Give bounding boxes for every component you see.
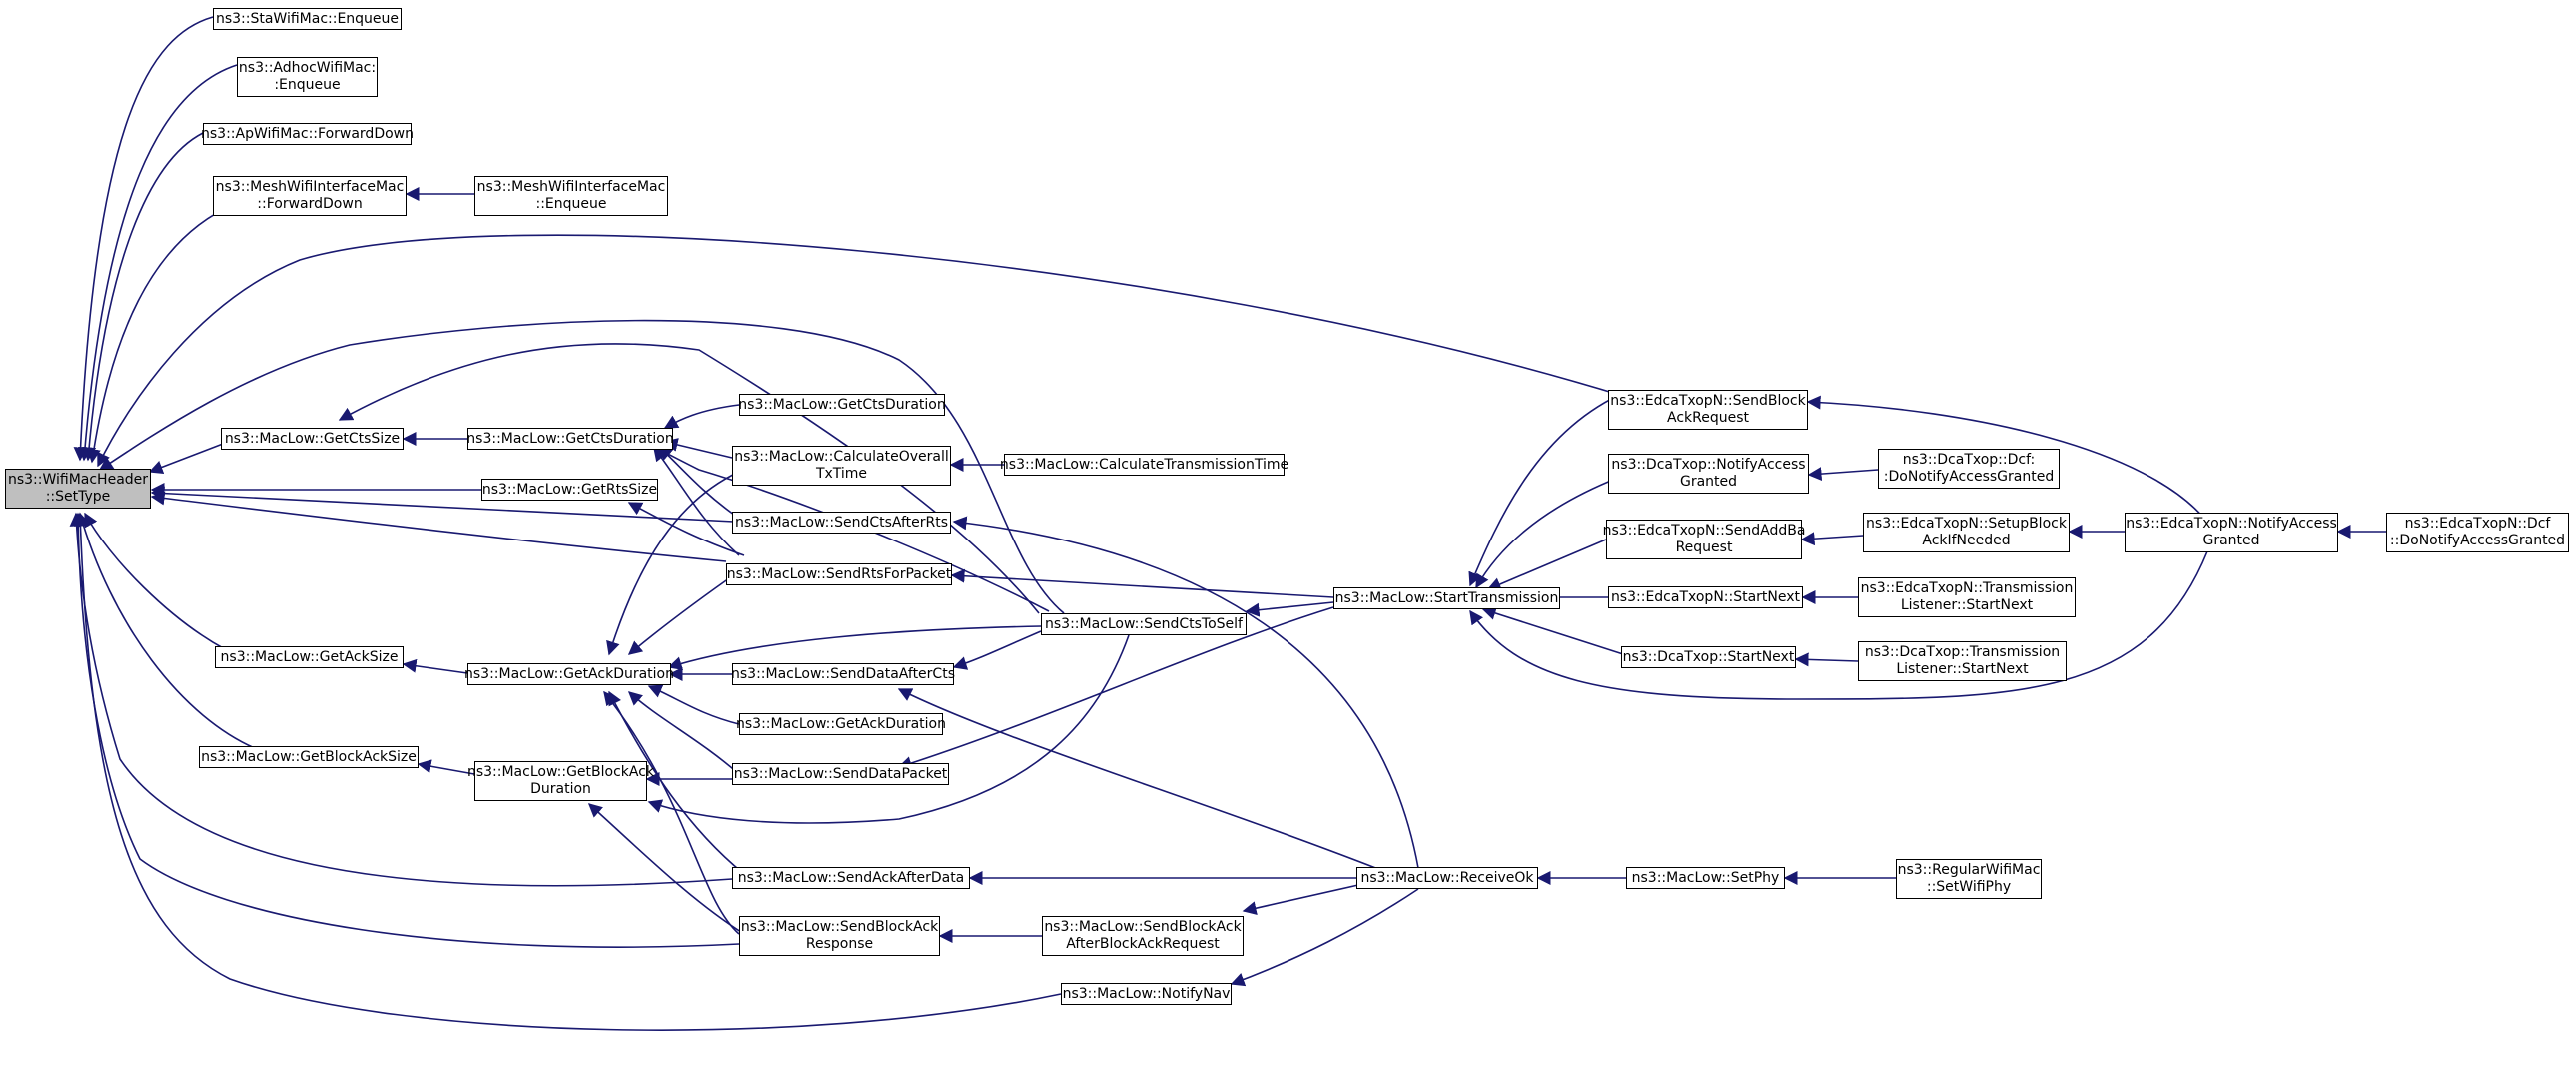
edge-getctsduration2-to-getctsduration <box>663 404 740 429</box>
node-maclow-getacksize[interactable]: ns3::MacLow::GetAckSize <box>215 646 404 668</box>
edge-sendackafterdata-to-root <box>69 512 733 887</box>
node-edcatxopn-sendblockackrequest[interactable]: ns3::EdcaTxopN::SendBlock AckRequest <box>1608 390 1808 430</box>
edge-dca-notifyaccess-to-starttransmission <box>1475 477 1619 589</box>
node-maclow-sendctstoself[interactable]: ns3::MacLow::SendCtsToSelf <box>1041 613 1247 635</box>
edge-sendctsafterrts-to-root <box>150 486 735 523</box>
node-regularwifimac-setwifiphy[interactable]: ns3::RegularWifiMac ::SetWifiPhy <box>1896 859 2042 899</box>
node-dcatxop-notifyaccessgranted[interactable]: ns3::DcaTxop::NotifyAccess Granted <box>1608 454 1809 494</box>
edge-ap-forwarddown-to-root <box>82 132 204 462</box>
node-dcatxop-startnext[interactable]: ns3::DcaTxop::StartNext <box>1621 646 1796 668</box>
node-maclow-notifynav[interactable]: ns3::MacLow::NotifyNav <box>1061 983 1232 1005</box>
edge-sendblockackresponse-to-getackduration <box>603 690 740 935</box>
node-meshwifiinterfacemac-forwarddown[interactable]: ns3::MeshWifiInterfaceMac ::ForwardDown <box>213 176 407 216</box>
edge-getacksize-to-root <box>84 512 226 650</box>
edge-edca-sendblock-to-starttransmission <box>1468 391 1627 587</box>
edge-dca-translistener-to-dca-startnext <box>1794 652 1859 667</box>
edge-calc-overall-to-getackduration <box>606 471 740 656</box>
node-maclow-getctsduration-2[interactable]: ns3::MacLow::GetCtsDuration <box>738 394 946 416</box>
node-maclow-senddataaftercts[interactable]: ns3::MacLow::SendDataAfterCts <box>731 663 955 685</box>
node-edcatxopn-dcf-donotifyaccessgranted[interactable]: ns3::EdcaTxopN::Dcf ::DoNotifyAccessGran… <box>2386 513 2569 552</box>
edge-getackduration-to-getacksize <box>402 658 468 674</box>
edge-edca-setupblock-to-edca-sendaddba <box>1800 532 1864 546</box>
edge-edca-sendblock-to-root <box>97 234 1627 468</box>
edge-sendblockackresponse-to-getblockackduration <box>587 803 745 935</box>
node-maclow-getblockackduration[interactable]: ns3::MacLow::GetBlockAck Duration <box>467 761 654 801</box>
edge-getctssize-to-root <box>148 443 224 475</box>
edge-starttransmission-to-sendrtsforpacket <box>950 568 1334 598</box>
node-maclow-calculatetransmissiontime[interactable]: ns3::MacLow::CalculateTransmissionTime <box>1000 454 1288 476</box>
node-maclow-sendrtsforpacket[interactable]: ns3::MacLow::SendRtsForPacket <box>726 563 952 585</box>
node-maclow-starttransmission[interactable]: ns3::MacLow::StartTransmission <box>1333 587 1560 609</box>
node-wifimacheader-settype[interactable]: ns3::WifiMacHeader ::SetType <box>5 469 151 509</box>
edge-sendblockackresponse-to-root <box>71 512 740 948</box>
node-apwifimac-forwarddown[interactable]: ns3::ApWifiMac::ForwardDown <box>201 123 414 145</box>
edge-receiveok-to-senddataafterctx <box>897 688 1379 870</box>
node-stawifimac-enqueue[interactable]: ns3::StaWifiMac::Enqueue <box>213 8 402 30</box>
edge-starttransmission-to-senddatapacket <box>897 606 1334 770</box>
node-edcatxopn-notifyaccessgranted[interactable]: ns3::EdcaTxopN::NotifyAccess Granted <box>2125 513 2338 552</box>
edge-sendctstoself-to-getctssize <box>338 343 1040 614</box>
edge-dca-dcf-donotify-to-dca-notifyaccess <box>1807 467 1879 482</box>
node-dcatxop-transmissionlistener-startnext[interactable]: ns3::DcaTxop::Transmission Listener::Sta… <box>1858 641 2067 681</box>
edge-starttransmission-to-sendctstoself <box>1245 601 1334 617</box>
edge-sendctstoself-to-senddataafterctx <box>952 630 1042 670</box>
node-maclow-sendackafterdata[interactable]: ns3::MacLow::SendAckAfterData <box>732 867 970 889</box>
node-maclow-sendblockackresponse[interactable]: ns3::MacLow::SendBlockAck Response <box>739 916 940 956</box>
edge-edca-sendaddba-to-starttransmission <box>1486 539 1607 591</box>
node-maclow-senddatapacket[interactable]: ns3::MacLow::SendDataPacket <box>732 763 949 785</box>
edge-sta-enqueue-to-root <box>73 16 214 462</box>
node-adhocwifimac-enqueue[interactable]: ns3::AdhocWifiMac: :Enqueue <box>237 57 378 97</box>
node-maclow-getackduration[interactable]: ns3::MacLow::GetAckDuration <box>464 663 674 685</box>
edge-dca-startnext-to-starttransmission <box>1481 606 1624 655</box>
edge-getblockacksize-to-root <box>76 512 263 752</box>
edge-receiveok-to-sendblockackafter <box>1242 884 1359 916</box>
node-edcatxopn-transmissionlistener-startnext[interactable]: ns3::EdcaTxopN::Transmission Listener::S… <box>1858 577 2076 617</box>
node-maclow-getblockacksize[interactable]: ns3::MacLow::GetBlockAckSize <box>199 746 419 768</box>
edge-mesh-forwarddown-to-root <box>86 203 236 464</box>
edge-notifynav-to-root <box>73 512 1062 1031</box>
edge-adhoc-enqueue-to-root <box>78 64 238 462</box>
node-maclow-getctssize[interactable]: ns3::MacLow::GetCtsSize <box>221 428 404 450</box>
edge-calc-overall-to-getctsduration <box>663 438 733 459</box>
edge-receiveok-to-notifynav <box>1230 888 1419 987</box>
edge-sendrtsforpacket-to-getackduration <box>627 570 740 655</box>
edge-receiveok-to-sendctsafterrts <box>952 516 1419 869</box>
node-maclow-getackduration-2[interactable]: ns3::MacLow::GetAckDuration <box>736 713 946 735</box>
edge-edca-notifyaccess-to-edca-sendblock <box>1806 395 2206 521</box>
edge-edca-notifyaccess-to-starttransmission <box>1469 550 2208 700</box>
node-maclow-getrtssize[interactable]: ns3::MacLow::GetRtsSize <box>481 479 658 501</box>
edge-sendctstoself-to-root <box>98 319 1065 614</box>
edge-sendrtsforpacket-to-getrtssize <box>627 502 745 556</box>
node-maclow-setphy[interactable]: ns3::MacLow::SetPhy <box>1626 867 1785 889</box>
node-maclow-receiveok[interactable]: ns3::MacLow::ReceiveOk <box>1356 867 1538 889</box>
edge-sendrtsforpacket-to-getctsduration <box>653 446 740 556</box>
edge-senddatapacket-to-getackduration <box>627 691 740 775</box>
node-edcatxopn-startnext[interactable]: ns3::EdcaTxopN::StartNext <box>1608 586 1803 608</box>
node-maclow-sendctsafterrts[interactable]: ns3::MacLow::SendCtsAfterRts <box>732 512 951 534</box>
edge-getblockackduration-to-getblockacksize <box>417 759 475 775</box>
node-maclow-getctsduration[interactable]: ns3::MacLow::GetCtsDuration <box>466 428 674 450</box>
edge-sendctstoself-to-getblockackduration <box>647 634 1130 824</box>
node-edcatxopn-sendaddbarequest[interactable]: ns3::EdcaTxopN::SendAddBa Request <box>1603 520 1805 559</box>
node-meshwifiinterfacemac-enqueue[interactable]: ns3::MeshWifiInterfaceMac ::Enqueue <box>474 176 668 216</box>
edge-sendctstoself-to-getackduration <box>667 625 1042 670</box>
node-dcatxop-dcf-donotifyaccessgranted[interactable]: ns3::DcaTxop::Dcf: :DoNotifyAccessGrante… <box>1878 449 2060 489</box>
edge-sendrtsforpacket-to-root <box>150 491 727 562</box>
node-maclow-calculateoveralltxtime[interactable]: ns3::MacLow::CalculateOverall TxTime <box>732 446 951 486</box>
edge-getackduration2-to-getackduration <box>647 684 740 725</box>
node-maclow-sendblockackafterblockackrequest[interactable]: ns3::MacLow::SendBlockAck AfterBlockAckR… <box>1042 916 1244 956</box>
node-edcatxopn-setupblockackifneeded[interactable]: ns3::EdcaTxopN::SetupBlock AckIfNeeded <box>1863 513 2070 552</box>
